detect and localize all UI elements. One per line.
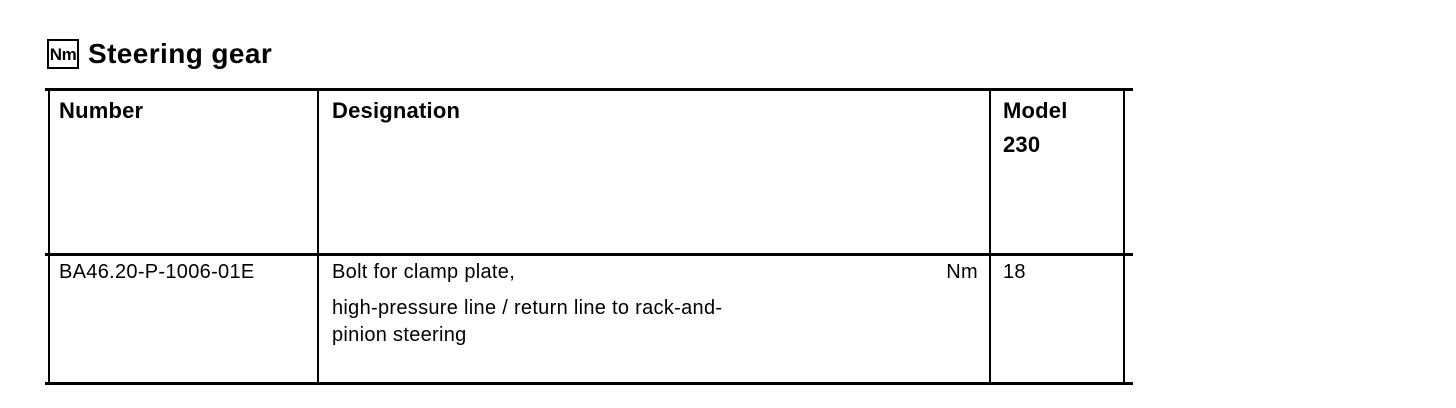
cell-designation-line-1: Bolt for clamp plate, Nm (332, 262, 978, 282)
table-bottom-rule (45, 382, 1133, 385)
table-header-divider-rule (45, 253, 1133, 256)
cell-designation-line-3: pinion steering (332, 324, 467, 346)
unit-label: Nm (946, 261, 978, 283)
designation-text: Bolt for clamp plate, (332, 261, 516, 283)
column-header-number: Number (59, 98, 144, 123)
table-col-divider-2 (989, 91, 991, 382)
cell-number: BA46.20-P-1006-01E (59, 261, 255, 283)
section-title: Steering gear (88, 38, 273, 69)
table-top-rule (45, 88, 1133, 91)
column-header-designation: Designation (332, 98, 461, 123)
table-right-border (1123, 91, 1125, 382)
cell-designation-line-2: high-pressure line / return line to rack… (332, 297, 723, 319)
cell-model-value: 18 (1003, 261, 1026, 283)
nm-torque-icon: Nm (47, 39, 79, 69)
column-header-model-number: 230 (1003, 132, 1041, 157)
column-header-model: Model (1003, 98, 1068, 123)
table-left-border (48, 91, 50, 382)
table-col-divider-1 (317, 91, 319, 382)
